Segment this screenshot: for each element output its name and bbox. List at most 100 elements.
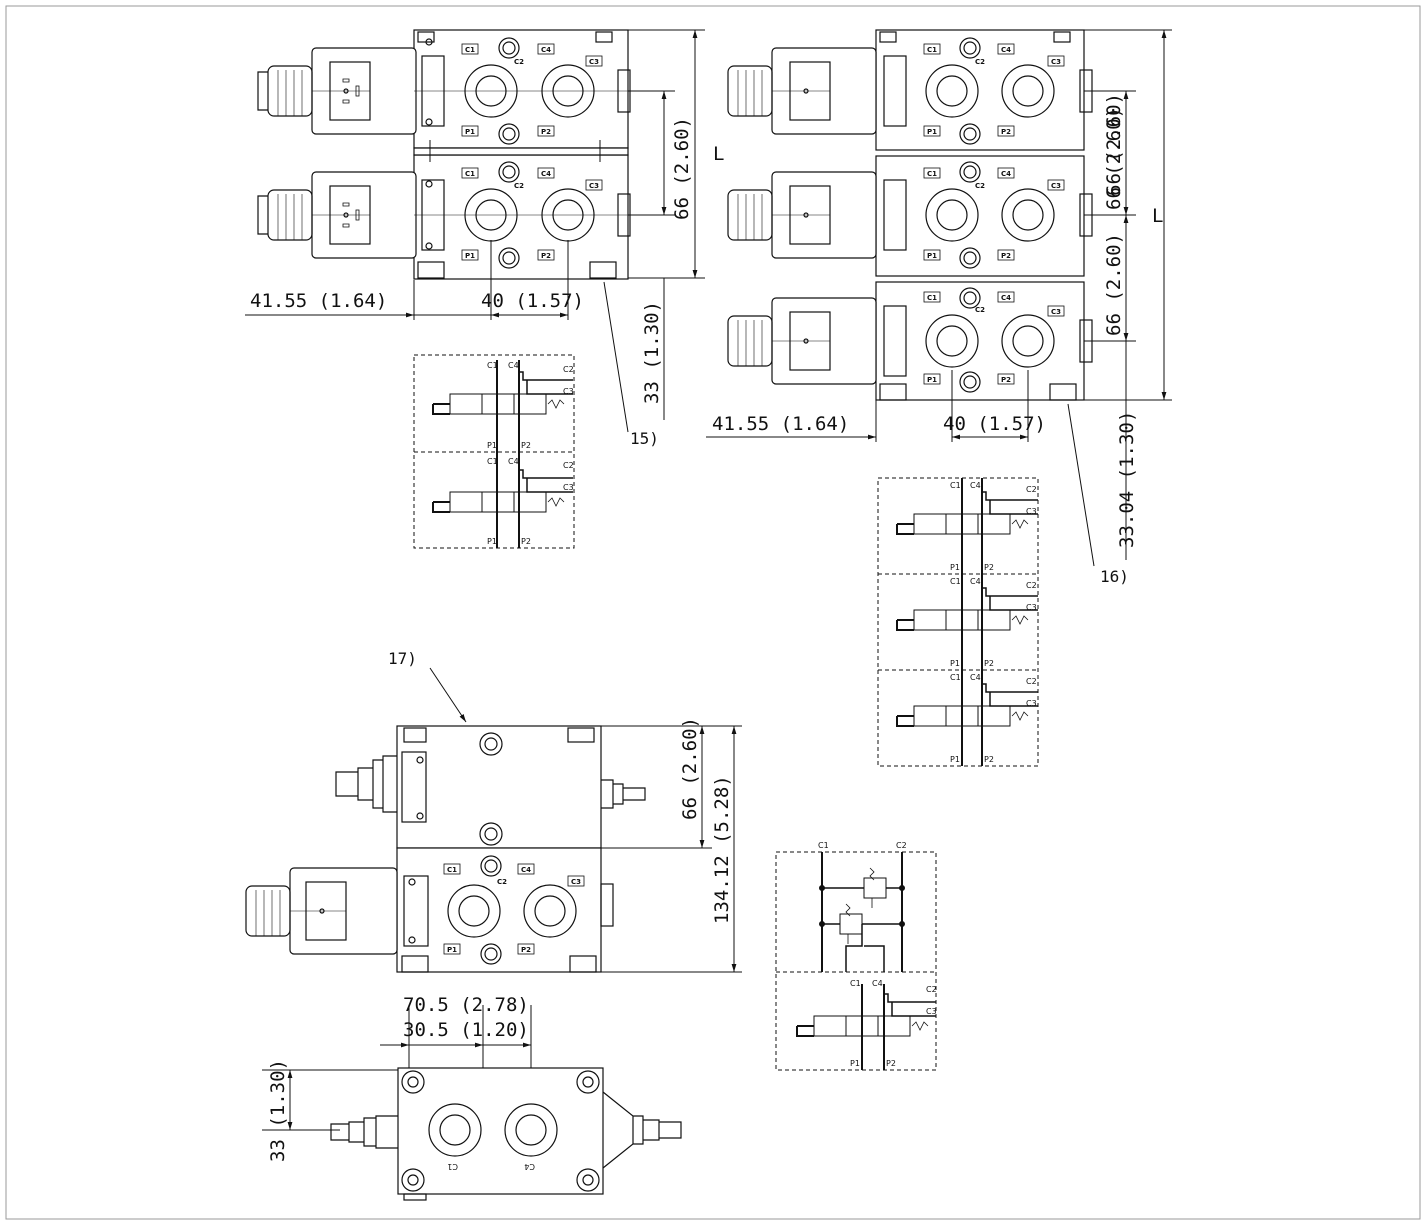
face-port-label: C1 xyxy=(447,1162,458,1171)
schematic-label: C3 xyxy=(1026,603,1037,612)
valve-module xyxy=(727,281,1093,401)
dim-port-spacing: 40 (1.57) xyxy=(481,290,584,312)
schematic-label: C3 xyxy=(563,483,574,492)
hydraulic-schematic-15 xyxy=(413,354,575,549)
schematic-label: P2 xyxy=(984,755,994,764)
port-label: C3 xyxy=(571,878,581,886)
schematic-label: C3 xyxy=(1026,699,1037,708)
port-label: C1 xyxy=(927,46,937,54)
valve-module xyxy=(727,29,1093,151)
port-label: C2 xyxy=(514,182,524,190)
dim-total-height: 134.12 (5.28) xyxy=(711,775,733,924)
dim-length: L xyxy=(713,143,724,165)
dimension-lines-right xyxy=(706,29,1172,567)
valve-stack-3 xyxy=(727,29,1093,401)
dimension-lines-left xyxy=(245,29,705,433)
dim-module-pitch: 66 (2.60) xyxy=(1103,233,1125,336)
port-label: C4 xyxy=(1001,170,1011,178)
dim-offset-total: 70.5 (2.78) xyxy=(403,994,529,1016)
dim-bottom-offset: 33.04 (1.30) xyxy=(1116,411,1138,548)
schematic-label: C2 xyxy=(1026,485,1037,494)
schematic-label: C3 xyxy=(563,387,574,396)
valve-plan-view xyxy=(330,1067,682,1201)
schematic-label: P2 xyxy=(984,659,994,668)
schematic-label: C3 xyxy=(926,1007,937,1016)
schematic-label: C2 xyxy=(563,365,574,374)
schematic-label: C1 xyxy=(487,361,498,370)
schematic-label: C4 xyxy=(508,361,519,370)
port-label: C3 xyxy=(1051,58,1061,66)
port-label: C4 xyxy=(541,46,551,54)
schematic-label: C3 xyxy=(1026,507,1037,516)
port-label: C2 xyxy=(975,182,985,190)
schematic-label: P1 xyxy=(950,563,960,572)
port-label: C2 xyxy=(497,878,507,886)
schematic-label: C4 xyxy=(970,481,981,490)
valve-module xyxy=(727,155,1093,277)
schematic-label: C1 xyxy=(950,481,961,490)
dim-module-pitch: 66 (2.60) xyxy=(671,117,693,220)
page-border xyxy=(5,5,1421,1220)
port-label: P1 xyxy=(447,946,457,954)
dim-module-pitch: 66 (2.60) xyxy=(1103,93,1125,196)
schematic-label: C1 xyxy=(818,841,829,850)
port-label: C1 xyxy=(927,170,937,178)
port-label: P2 xyxy=(1001,128,1011,136)
schematic-label: C4 xyxy=(970,673,981,682)
schematic-label: P2 xyxy=(886,1059,896,1068)
dim-length: L xyxy=(1152,205,1163,227)
port-labels-stack-2: C1 C4 C3 C2 P1 P2 C1 C4 C3 C2 P1 P2 xyxy=(465,46,599,260)
dim-offset-left: 41.55 (1.64) xyxy=(250,290,387,312)
port-label: P1 xyxy=(927,128,937,136)
schematic-15-labels: C1 C4 C2 C3 P1 P2 C1 C4 C2 C3 P1 P2 xyxy=(487,361,574,546)
schematic-label: P1 xyxy=(487,441,497,450)
schematic-label: C2 xyxy=(1026,677,1037,686)
port-label: P2 xyxy=(1001,252,1011,260)
schematic-label: C2 xyxy=(896,841,907,850)
valve-with-relief xyxy=(245,725,646,973)
ref-17: 17) xyxy=(388,649,417,668)
port-label: C3 xyxy=(1051,182,1061,190)
valve-module xyxy=(257,154,640,280)
port-label: C3 xyxy=(1051,308,1061,316)
schematic-label: C1 xyxy=(850,979,861,988)
ref-16: 16) xyxy=(1100,567,1129,586)
port-label: C4 xyxy=(1001,46,1011,54)
dim-bottom-offset: 33 (1.30) xyxy=(641,301,663,404)
port-label: C1 xyxy=(465,46,475,54)
port-label: P1 xyxy=(927,376,937,384)
port-label: C2 xyxy=(975,306,985,314)
dim-module-pitch: 66 (2.60) xyxy=(1103,107,1125,210)
dim-side-offset: 33 (1.30) xyxy=(267,1059,289,1162)
schematic-label: C4 xyxy=(872,979,883,988)
port-label: C1 xyxy=(927,294,937,302)
schematic-label: C4 xyxy=(970,577,981,586)
port-label: C4 xyxy=(521,866,531,874)
schematic-label: P2 xyxy=(984,563,994,572)
port-label: P2 xyxy=(521,946,531,954)
schematic-label: C1 xyxy=(950,577,961,586)
schematic-label: C1 xyxy=(487,457,498,466)
face-port-label: C4 xyxy=(524,1162,535,1171)
port-label: P1 xyxy=(927,252,937,260)
port-label: C1 xyxy=(447,866,457,874)
port-labels-stack-3: C1 C4 C3 C2 P1 P2 C1 C4 C3 C2 P1 P2 C1 C… xyxy=(927,46,1061,384)
port-label: P2 xyxy=(541,252,551,260)
schematic-label: P1 xyxy=(850,1059,860,1068)
port-label: P2 xyxy=(541,128,551,136)
schematic-label: C2 xyxy=(563,461,574,470)
dim-offset-left: 41.55 (1.64) xyxy=(712,413,849,435)
valve-stack-2 xyxy=(257,29,640,280)
port-label: C2 xyxy=(975,58,985,66)
schematic-label: P1 xyxy=(487,537,497,546)
schematic-label: P2 xyxy=(521,537,531,546)
port-labels-relief: C1 C4 C3 C2 P1 P2 xyxy=(447,866,581,954)
port-label: P1 xyxy=(465,128,475,136)
port-label: P1 xyxy=(465,252,475,260)
schematic-label: C4 xyxy=(508,457,519,466)
hydraulic-schematic-17 xyxy=(775,851,937,1071)
ref-15: 15) xyxy=(630,429,659,448)
schematic-label: P1 xyxy=(950,659,960,668)
hydraulic-schematic-16 xyxy=(877,477,1039,767)
schematic-16-labels: C1 C4 C2 C3 P1 P2 C1 C4 C2 C3 P1 P2 C1 C… xyxy=(950,481,1037,764)
